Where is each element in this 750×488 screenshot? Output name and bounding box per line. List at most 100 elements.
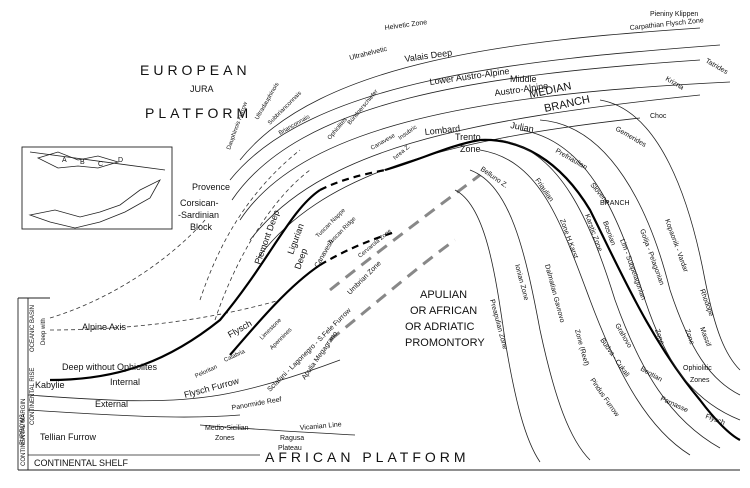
label-krizna: Krizna bbox=[664, 76, 685, 92]
label-gemerides: Gemerides bbox=[614, 126, 648, 149]
label-sardinian: -Sardinian bbox=[178, 210, 219, 220]
inset-label-c: C bbox=[98, 161, 103, 168]
label-external: External bbox=[95, 399, 128, 409]
label-african-platform: AFRICAN PLATFORM bbox=[265, 449, 470, 465]
label-carpathian: Carpathian Flysch Zone bbox=[629, 17, 704, 32]
label-peloritan: Peloritan bbox=[194, 364, 218, 379]
inset-label-a: A bbox=[62, 157, 67, 164]
label-middle: Middle bbox=[510, 74, 537, 84]
label-trento: Trento bbox=[455, 132, 481, 142]
inset-label-b: B bbox=[80, 159, 85, 166]
vicanian-line bbox=[199, 424, 356, 436]
inner-bold-1 bbox=[229, 264, 321, 356]
grey-dash-1 bbox=[329, 173, 481, 292]
label-internal: Internal bbox=[110, 377, 140, 387]
label-tellian: Tellian Furrow bbox=[40, 432, 97, 442]
main-fold-dashed bbox=[319, 168, 386, 191]
label-brianconnais: Brianconnais bbox=[278, 114, 311, 137]
external-line-2 bbox=[27, 409, 241, 418]
curve-lower-austro bbox=[239, 81, 731, 221]
label-oceanic-basin: OCEANIC BASIN bbox=[30, 305, 36, 352]
label-deep-with: Deep with bbox=[41, 318, 47, 345]
label-zone-h-karst: Zone H.Karst bbox=[558, 218, 579, 259]
label-lim: Lim - Subpelagonian bbox=[618, 238, 647, 301]
label-pindus: Pindus Furrow bbox=[588, 377, 620, 419]
label-insubric: Insubric bbox=[398, 125, 419, 142]
label-beotian: Beotian bbox=[639, 366, 663, 384]
label-dalmatian: Dalmatian Gavrovo bbox=[543, 264, 565, 324]
label-massif: Massif bbox=[698, 326, 712, 347]
inner-bold-dashed bbox=[319, 230, 396, 266]
label-trento-zone: Zone bbox=[460, 144, 481, 154]
label-furrows: FURROWS bbox=[20, 414, 26, 445]
label-platform-top: PLATFORM bbox=[145, 105, 252, 121]
label-tatrides: Tatrides bbox=[704, 58, 729, 77]
label-provence: Provence bbox=[192, 182, 230, 192]
label-medio-sicilian: Medio-Sicilian bbox=[205, 425, 249, 432]
dinar-4 bbox=[539, 119, 741, 396]
main-fold-left bbox=[49, 189, 321, 382]
label-continental-shelf: CONTINENTAL SHELF bbox=[34, 458, 129, 468]
dinar-3 bbox=[519, 129, 741, 421]
label-ultrahelvetic: Ultrahelvetic bbox=[349, 46, 389, 62]
label-cervarola: Cervarola Zone bbox=[357, 228, 393, 260]
label-flysch-r: Flysch bbox=[704, 413, 725, 427]
label-kopaonik: Kopaonik - Vardar bbox=[663, 218, 689, 274]
label-zones: Zones bbox=[690, 377, 710, 384]
label-pieniny: Pieniny Klippen bbox=[650, 11, 698, 18]
dinar-6 bbox=[469, 169, 591, 461]
label-corsican: Corsican- bbox=[180, 198, 219, 208]
main-fold-right bbox=[384, 138, 741, 441]
label-zone-r2: Zone bbox=[683, 328, 695, 345]
label-ivrea: Ivrea Z. bbox=[392, 144, 412, 162]
label-branch-right: BRANCH bbox=[600, 200, 630, 207]
label-vicanian: Vicanian Line bbox=[300, 421, 342, 432]
label-zone-reef: Zone (Reef) bbox=[573, 329, 589, 367]
label-continental-rise: CONTINENTAL RISE bbox=[30, 368, 36, 425]
dinar-5 bbox=[599, 99, 741, 371]
label-helvetic: Helvetic Zone bbox=[384, 19, 427, 32]
curve-valais bbox=[231, 59, 701, 201]
label-choc: Choc bbox=[650, 113, 667, 120]
curve-dashed-2 bbox=[214, 169, 311, 321]
label-julian: Julian bbox=[510, 120, 535, 134]
label-ragusa: Ragusa bbox=[280, 435, 304, 442]
label-jura: JURA bbox=[190, 84, 214, 94]
label-bosnian: Bosnian bbox=[601, 220, 616, 246]
label-calabria: Calabria bbox=[223, 349, 246, 364]
curve-dashed-3 bbox=[49, 219, 206, 319]
label-valais: Valais Deep bbox=[404, 47, 453, 64]
label-or-adriatic: OR ADRIATIC bbox=[405, 321, 475, 333]
inset-label-d: D bbox=[118, 157, 123, 164]
curve-median bbox=[257, 117, 641, 259]
curve-dashed-4 bbox=[49, 299, 281, 331]
label-flysch: Flysch bbox=[226, 318, 254, 340]
label-or-african: OR AFRICAN bbox=[410, 305, 477, 317]
label-preapulian: Preapulian Zone bbox=[488, 299, 508, 351]
dinar-1 bbox=[479, 149, 691, 456]
grey-dash-2 bbox=[329, 238, 456, 342]
dinar-2 bbox=[499, 139, 721, 449]
label-plateau: Plateau bbox=[278, 445, 302, 452]
label-deep-without: Deep without Ophiolites bbox=[62, 362, 158, 372]
label-grahovo: Grahovo bbox=[613, 323, 633, 350]
curve-helvetic bbox=[239, 27, 701, 161]
inset-box bbox=[21, 146, 173, 230]
label-panormide: Panormide Reef bbox=[231, 396, 282, 412]
label-medio-zones: Zones bbox=[215, 435, 235, 442]
inset-strip-top bbox=[36, 151, 120, 169]
label-friaulian: Friaulian bbox=[533, 177, 554, 203]
label-kabylie: Kabylie bbox=[35, 380, 65, 390]
label-lombard: Lombard bbox=[424, 123, 460, 137]
curve-dashed-1 bbox=[199, 149, 301, 301]
inset-line-top bbox=[29, 151, 166, 171]
label-alpine-axis: Alpine Axis bbox=[82, 322, 127, 332]
label-ophiolitic: Ophiolitic bbox=[683, 365, 712, 372]
curve-ultrahelvetic bbox=[229, 44, 721, 181]
label-lower-austro: Lower Austro-Alpine bbox=[429, 66, 510, 87]
label-parnasse: Parnasse bbox=[659, 395, 689, 414]
label-european: EUROPEAN bbox=[140, 62, 251, 78]
label-continental-shelf-vert: CONTINENTAL MARGIN bbox=[21, 399, 27, 466]
external-line-1 bbox=[27, 359, 341, 402]
